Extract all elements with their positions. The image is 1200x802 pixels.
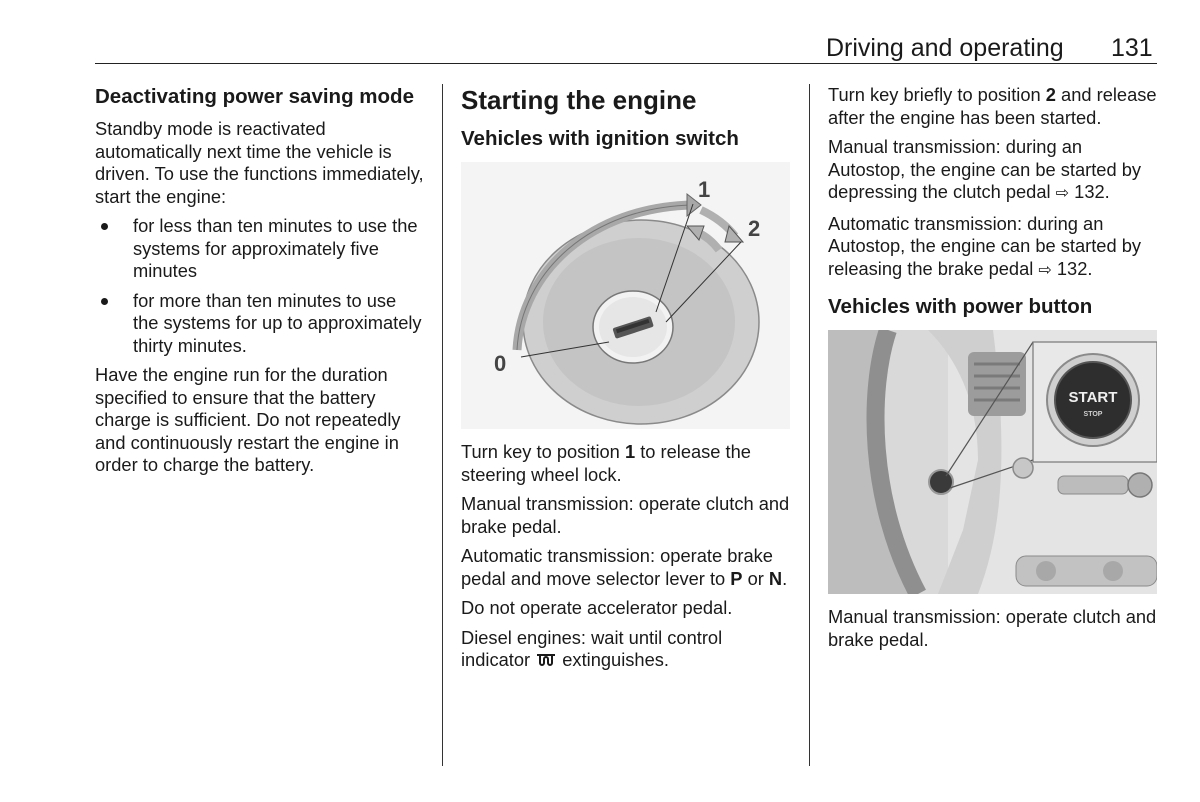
stop-label: STOP: [1084, 411, 1103, 418]
bullet-icon: [101, 297, 108, 305]
paragraph: Do not operate accelerator pedal.: [461, 597, 733, 618]
page-title: Starting the engine: [461, 85, 697, 115]
page-number: 131: [1111, 34, 1153, 62]
column-right: Turn key briefly to position 2 and relea…: [828, 84, 1158, 658]
cross-reference-arrow-icon: ⇨: [1055, 185, 1070, 202]
paragraph: Diesel engines: wait until control indic…: [461, 626, 723, 671]
paragraph: Manual transmission: operate clutch and …: [461, 493, 790, 537]
column-divider: [442, 84, 443, 766]
list-item: for more than ten minutes to use the sys…: [95, 290, 425, 358]
start-label: START: [1069, 389, 1118, 406]
column-middle: Starting the engine Vehicles with igniti…: [461, 84, 791, 679]
list-item: for less than ten minutes to use the sys…: [95, 215, 425, 283]
subheading: Vehicles with ignition switch: [461, 127, 739, 150]
subheading: Vehicles with power button: [828, 295, 1093, 318]
paragraph: Have the engine run for the duration spe…: [95, 364, 401, 475]
ignition-switch-figure: 0 1 2: [461, 162, 790, 429]
column-left: Deactivating power saving mode Standby m…: [95, 84, 425, 484]
position-1-label: 1: [698, 177, 710, 202]
section-title: Driving and operating: [826, 34, 1064, 62]
bullet-list: for less than ten minutes to use the sys…: [95, 215, 425, 357]
cross-reference-arrow-icon: ⇨: [1038, 261, 1052, 279]
page-reference[interactable]: 132: [1056, 257, 1088, 279]
paragraph: Turn key to position 1 to release the st…: [461, 441, 751, 485]
bullet-icon: [101, 223, 108, 230]
power-button-figure: START STOP: [828, 330, 1157, 594]
page-reference[interactable]: 132: [1074, 181, 1105, 202]
paragraph: Automatic transmission: operate brake pe…: [461, 545, 788, 589]
position-2-label: 2: [748, 216, 760, 241]
paragraph: Turn key briefly to position 2 and relea…: [828, 84, 1157, 128]
column-divider: [809, 84, 810, 766]
position-0-label: 0: [494, 351, 506, 376]
header-rule: [95, 63, 1157, 64]
paragraph: Manual transmission: during an Autostop,…: [828, 136, 1158, 206]
paragraph: Standby mode is reactivated automaticall…: [95, 118, 424, 207]
preheat-icon: [537, 654, 556, 666]
section-heading: Deactivating power saving mode: [95, 85, 414, 108]
paragraph: Manual transmission: operate clutch and …: [828, 606, 1157, 650]
paragraph: Automatic transmission: during an Autost…: [828, 213, 1158, 283]
